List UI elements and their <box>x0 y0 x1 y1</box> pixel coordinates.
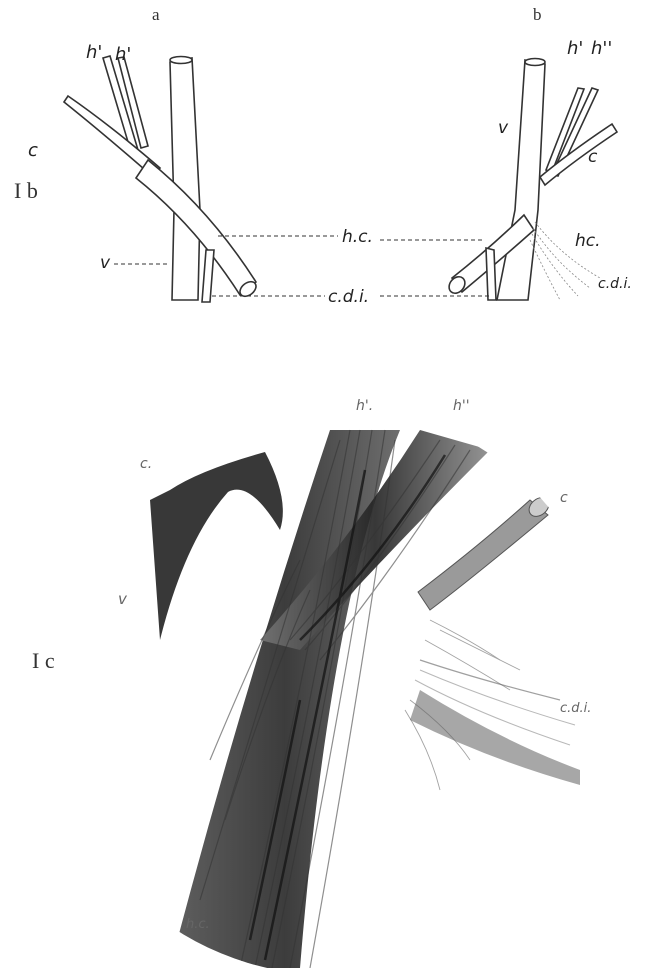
panel-b-h-prime: h' <box>567 38 583 59</box>
panel-a-letter: a <box>152 5 160 24</box>
panel-a-drawing <box>64 56 259 302</box>
shared-cdi-label: c.d.i. <box>328 287 369 307</box>
vessel-wall-v <box>150 452 283 640</box>
panel-b-v-label: v <box>498 118 509 138</box>
panel-b-h-double-prime: h'' <box>591 38 612 59</box>
figure-1b-label: I b <box>14 178 38 203</box>
figure-1c-label: I c <box>32 648 55 673</box>
fig1c-h-double-prime: h'' <box>453 398 470 414</box>
fig1c-h-prime: h'. <box>356 398 373 414</box>
panel-a-h-prime-1: h' <box>86 42 102 63</box>
panel-a-c-label: c <box>28 140 38 161</box>
panel-a-v-label: v <box>100 253 111 273</box>
panel-b-cdi-label: c.d.i. <box>598 276 632 292</box>
panel-b-drawing <box>446 59 617 301</box>
fiber-fan-cdi <box>410 690 580 785</box>
fig1c-c-right: c <box>560 490 568 506</box>
micrograph-circle <box>150 430 580 968</box>
panel-a-h-prime-2: h' <box>115 44 131 65</box>
panel-b-hc-label: hc. <box>575 231 601 251</box>
fig1c-c-top-left: c. <box>140 456 152 472</box>
figure-1c: I c <box>32 398 591 968</box>
panel-b-c-label: c <box>588 147 598 167</box>
fig1c-hc-label: h.c. <box>186 917 210 932</box>
panel-b-letter: b <box>533 5 542 24</box>
fig1c-cdi-label: c.d.i. <box>560 701 591 716</box>
fig1c-v-label: v <box>118 590 128 608</box>
artery-c <box>418 500 548 610</box>
figure-1b: a b I b h' h' c v <box>14 5 632 307</box>
shared-hc-label: h.c. <box>342 227 373 247</box>
